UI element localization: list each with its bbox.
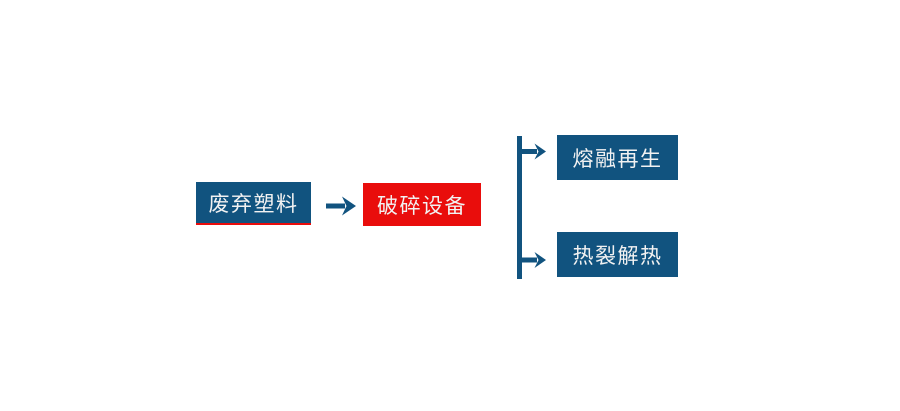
node-pyrolysis-heat: 热裂解热 xyxy=(557,232,678,277)
arrow-to-output-1 xyxy=(520,143,546,160)
arrow-to-output-2 xyxy=(520,252,546,268)
node-crushing-equipment: 破碎设备 xyxy=(363,183,481,226)
node-waste-plastic: 废弃塑料 xyxy=(196,182,311,225)
arrow-source-to-process xyxy=(326,196,356,216)
node-melt-regeneration: 熔融再生 xyxy=(557,135,678,180)
node-pyrolysis-heat-label: 热裂解热 xyxy=(572,244,663,268)
node-crushing-equipment-label: 破碎设备 xyxy=(377,194,467,218)
node-melt-regeneration-label: 熔融再生 xyxy=(572,147,663,171)
node-waste-plastic-label: 废弃塑料 xyxy=(208,192,299,216)
